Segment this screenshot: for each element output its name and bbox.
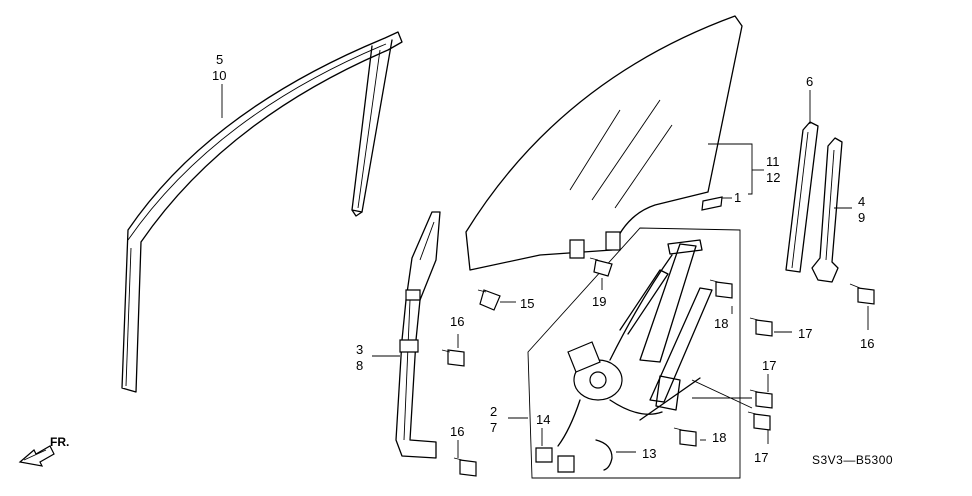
- callout-16-left-lower: 16: [450, 424, 464, 439]
- callout-11: 11: [766, 154, 780, 169]
- callout-13: 13: [642, 446, 656, 461]
- front-lower-channel: [395, 211, 441, 459]
- callout-19: 19: [592, 294, 606, 309]
- callout-9: 9: [858, 210, 865, 225]
- bolt-18-upper: [709, 279, 733, 299]
- front-direction-arrow-icon: [18, 445, 55, 467]
- callout-1: 1: [734, 190, 741, 205]
- callout-5: 5: [216, 52, 223, 67]
- bolt-18-lower: [673, 427, 697, 447]
- harness-13: [557, 439, 613, 473]
- bolt-16-left-upper: [441, 349, 465, 367]
- door-sash-frame: [121, 31, 403, 393]
- diagram-code: S3V3—B5300: [812, 453, 893, 467]
- callout-16-left-upper: 16: [450, 314, 464, 329]
- rear-channel-upper: [785, 121, 819, 273]
- callout-3: 3: [356, 342, 363, 357]
- callout-18-lower: 18: [712, 430, 726, 445]
- direction-label: FR.: [50, 435, 69, 449]
- callout-12: 12: [766, 170, 780, 185]
- bolt-17-upper: [749, 317, 773, 337]
- callout-7: 7: [490, 420, 497, 435]
- leader-lines: [221, 84, 869, 458]
- bolt-17-lower: [747, 411, 771, 431]
- rear-channel-lower: [811, 137, 843, 283]
- callout-8: 8: [356, 358, 363, 373]
- bolt-15: [477, 289, 501, 311]
- callout-17-lower: 17: [754, 450, 768, 465]
- door-glass: [465, 15, 743, 271]
- window-regulator-assembly: [527, 227, 741, 479]
- callout-6: 6: [806, 74, 813, 89]
- clip-14: [535, 447, 553, 463]
- bolt-16-left-lower: [453, 457, 477, 477]
- bolt-16-right: [849, 283, 875, 305]
- callout-17-upper: 17: [798, 326, 812, 341]
- callout-15: 15: [520, 296, 534, 311]
- bolt-19: [589, 257, 613, 277]
- callout-2: 2: [490, 404, 497, 419]
- callout-10: 10: [212, 68, 226, 83]
- callout-4: 4: [858, 194, 865, 209]
- bolt-17-middle: [749, 389, 773, 409]
- callout-18-upper: 18: [714, 316, 728, 331]
- callout-16-right: 16: [860, 336, 874, 351]
- callout-14: 14: [536, 412, 550, 427]
- callout-17-middle: 17: [762, 358, 776, 373]
